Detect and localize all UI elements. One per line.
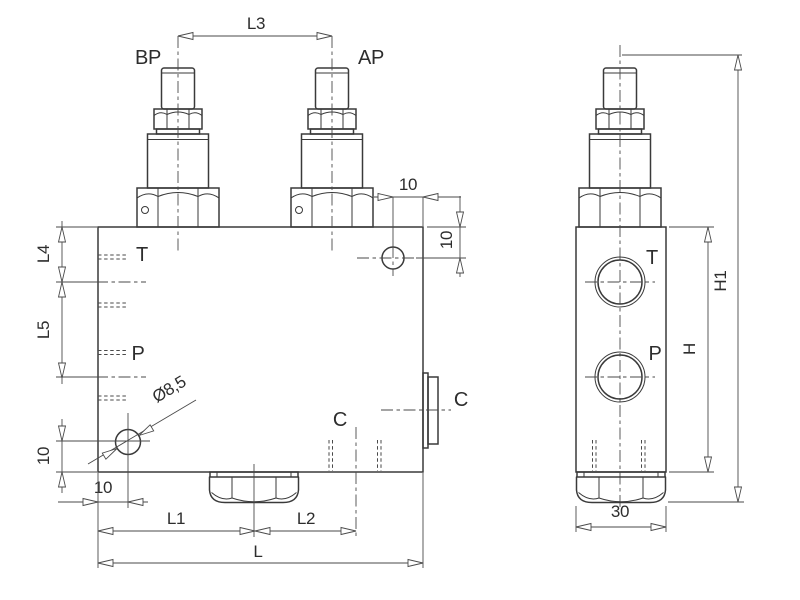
front-view: L3 BP AP 10 10 (34, 14, 468, 568)
dim-corner-10v-label: 10 (437, 231, 456, 249)
port-thread-marks (98, 254, 127, 401)
dim-l-label: L (253, 542, 262, 561)
dim-l1-label: L1 (167, 509, 185, 528)
t-port-label-side: T (646, 247, 658, 269)
dim-hole-10-vertical: 10 (34, 419, 97, 493)
dim-hole-10h-label: 10 (94, 478, 112, 497)
ap-seal-hole (295, 206, 303, 214)
dim-h: H (669, 226, 714, 473)
dim-h1: H1 (622, 54, 744, 503)
dim-l3-label: L3 (247, 14, 265, 33)
c-port-label-right: C (454, 389, 468, 411)
dim-h1-label: H1 (711, 270, 730, 291)
dim-l-total: L (97, 542, 424, 568)
p-port-label-side: P (648, 343, 661, 365)
dim-l1: L1 (97, 509, 356, 536)
dim-30-label: 30 (611, 502, 629, 521)
dim-30: 30 (575, 502, 667, 532)
dim-hole-10v-label: 10 (34, 447, 53, 465)
dim-l5-label: L5 (34, 321, 53, 339)
p-port-label-front: P (131, 343, 144, 365)
side-view: T P H1 H (575, 45, 744, 532)
dim-h-label: H (680, 343, 699, 355)
ap-port-label: AP (358, 47, 384, 69)
dim-l2-label: L2 (297, 509, 315, 528)
dim-l4-label: L4 (34, 245, 53, 263)
t-port-side (585, 256, 655, 308)
dim-l3: L3 (177, 14, 333, 41)
bp-seal-hole (141, 206, 149, 214)
dim-l5: L5 (34, 281, 67, 379)
dim-hole-diameter-label: Ø8,5 (149, 372, 189, 407)
dim-l2: L2 (297, 509, 357, 536)
dim-corner-10h-label: 10 (399, 175, 417, 194)
bp-port-label: BP (135, 47, 161, 69)
c-port-plug (422, 372, 439, 449)
dim-corner-10-vertical: 10 (416, 196, 466, 277)
dim-l4: L4 (34, 221, 67, 384)
c-port-label-bottom: C (333, 409, 347, 431)
dim-hole-10-horizontal: 10 (58, 478, 148, 507)
dim-corner-10-horizontal: 10 (374, 175, 461, 226)
p-port-side (585, 351, 655, 403)
bottom-nut-side (575, 471, 667, 504)
t-port-label-front: T (136, 244, 148, 266)
dim-mount-hole-diameter: Ø8,5 (87, 372, 197, 465)
